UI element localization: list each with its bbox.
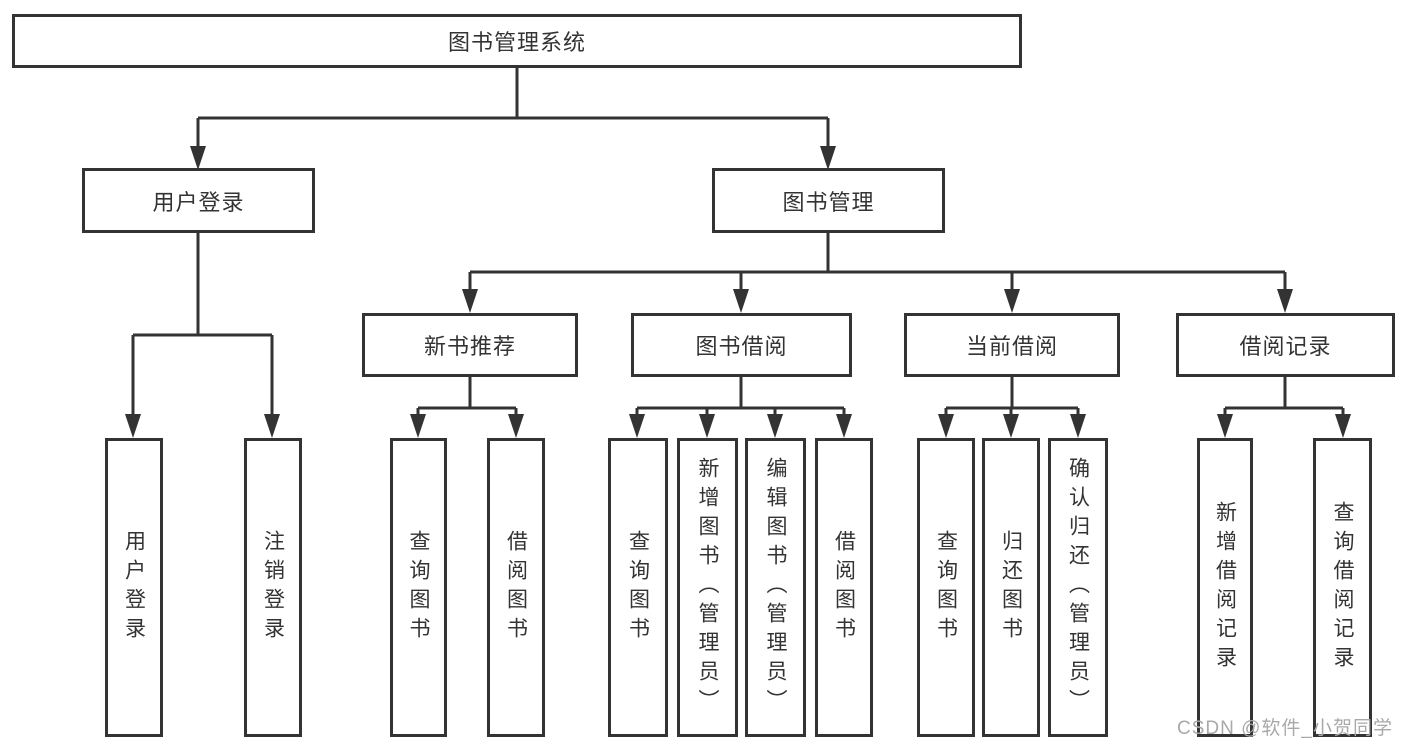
leaf-add-books-admin: 新增图书（管理员）: [677, 438, 738, 737]
node-label: 图书管理系统: [447, 30, 586, 55]
node-label: 新增图书（管理员）: [696, 457, 719, 718]
leaf-borrow-books-recommend: 借阅图书: [487, 438, 545, 737]
leaf-add-borrow-record: 新增借阅记录: [1197, 438, 1253, 737]
node-label: 新增借阅记录: [1213, 500, 1237, 675]
leaf-edit-books-admin: 编辑图书（管理员）: [745, 438, 806, 737]
node-label: 查询图书: [934, 529, 958, 646]
leaf-query-borrow-record: 查询借阅记录: [1313, 438, 1372, 737]
node-label: 查询图书: [407, 529, 430, 646]
leaf-confirm-return-admin: 确认归还（管理员）: [1048, 438, 1108, 737]
leaf-user-login: 用户登录: [105, 438, 163, 737]
node-label: 确认归还（管理员）: [1066, 457, 1090, 718]
node-current-borrowing: 当前借阅: [904, 313, 1120, 377]
node-label: 新书推荐: [423, 334, 516, 359]
leaf-query-books-borrowing: 查询图书: [608, 438, 668, 737]
node-borrow-records: 借阅记录: [1176, 313, 1395, 377]
leaf-logout: 注销登录: [244, 438, 302, 737]
node-label: 查询借阅记录: [1331, 500, 1354, 675]
leaf-query-books-current: 查询图书: [917, 438, 975, 737]
leaf-borrow-books: 借阅图书: [815, 438, 873, 737]
node-label: 注销登录: [261, 529, 285, 646]
node-label: 查询图书: [626, 529, 650, 646]
node-label: 借阅记录: [1239, 334, 1332, 359]
node-label: 图书管理: [782, 189, 875, 215]
node-new-book-recommend: 新书推荐: [362, 313, 578, 377]
node-label: 图书借阅: [695, 334, 788, 359]
node-label: 借阅图书: [832, 529, 856, 646]
node-label: 当前借阅: [965, 334, 1058, 359]
leaf-query-books-recommend: 查询图书: [390, 438, 447, 737]
node-label: 编辑图书（管理员）: [764, 457, 787, 718]
node-book-management: 图书管理: [712, 168, 945, 233]
leaf-return-books: 归还图书: [982, 438, 1040, 737]
node-user-login: 用户登录: [82, 168, 315, 233]
node-label: 归还图书: [999, 529, 1023, 646]
csdn-watermark: CSDN @软件_小贺同学: [1177, 718, 1393, 739]
node-label: 用户登录: [152, 189, 245, 215]
node-label: 借阅图书: [504, 529, 528, 646]
node-book-borrowing: 图书借阅: [631, 313, 852, 377]
node-label: 用户登录: [122, 529, 146, 646]
node-library-management-system: 图书管理系统: [12, 14, 1022, 68]
